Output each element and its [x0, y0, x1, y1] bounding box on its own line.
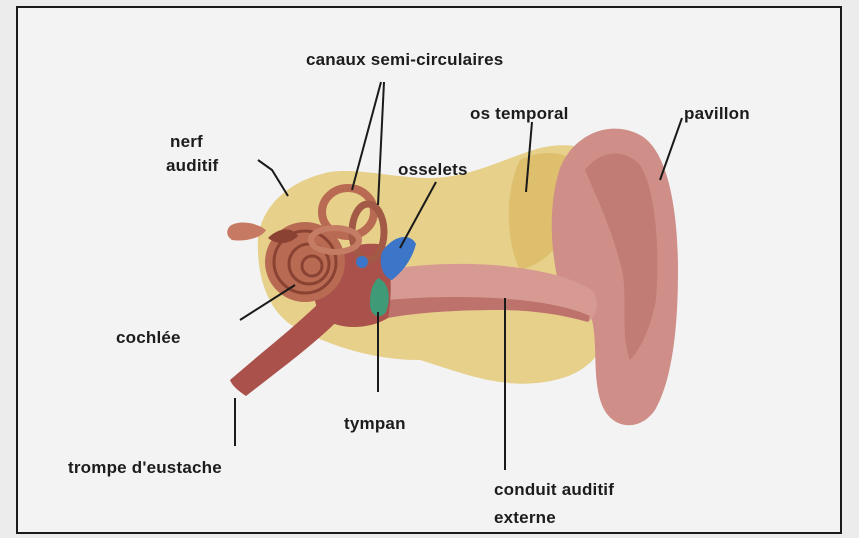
label-auditif: auditif — [166, 156, 218, 176]
label-os-temporal: os temporal — [470, 104, 569, 124]
label-cochlee: cochlée — [116, 328, 181, 348]
label-nerf: nerf — [170, 132, 203, 152]
leader-pavillon — [660, 118, 682, 180]
label-conduit-auditif: conduit auditif — [494, 480, 614, 500]
ossicle-stirrup — [356, 256, 368, 268]
label-trompe-d-eustache: trompe d'eustache — [68, 458, 222, 478]
label-canaux-semi-circulaires: canaux semi-circulaires — [306, 50, 503, 70]
label-tympan: tympan — [344, 414, 406, 434]
label-osselets: osselets — [398, 160, 468, 180]
label-externe: externe — [494, 508, 556, 528]
label-pavillon: pavillon — [684, 104, 750, 124]
leader-nerf — [258, 160, 288, 196]
